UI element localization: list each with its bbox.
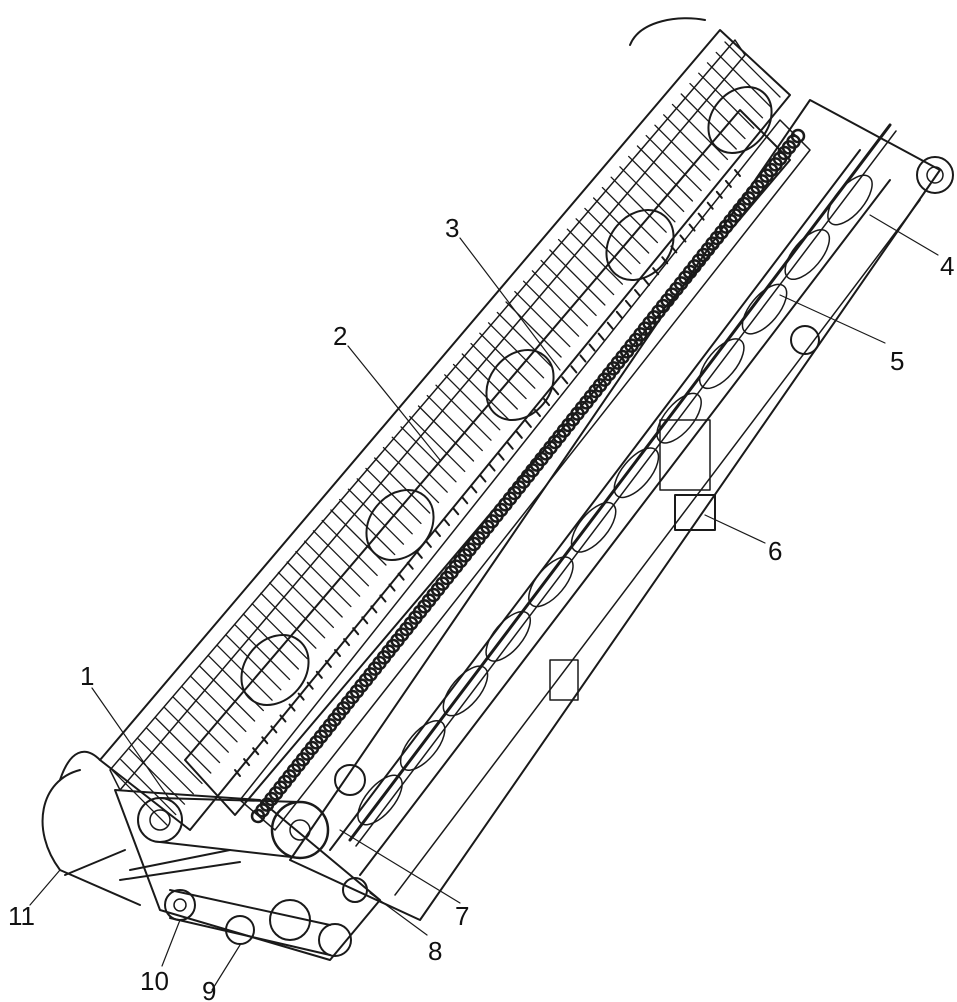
callout-2: 2 (333, 321, 347, 351)
callout-6: 6 (768, 536, 782, 566)
callout-8: 8 (428, 936, 442, 966)
callout-10: 10 (140, 966, 169, 996)
callout-1: 1 (80, 661, 94, 691)
callout-4: 4 (940, 251, 954, 281)
reel-teeth-row (234, 169, 741, 777)
callout-7: 7 (455, 901, 469, 931)
callout-5: 5 (890, 346, 904, 376)
leader-lines (29, 214, 939, 991)
cutter-bar-auger (239, 119, 811, 831)
callout-3: 3 (445, 213, 459, 243)
callout-9: 9 (202, 976, 216, 1002)
reel-tines (111, 41, 781, 826)
reel-assembly (59, 17, 791, 831)
header-frame (289, 99, 954, 921)
callout-labels: 1 2 3 4 5 6 7 8 9 10 11 (8, 213, 954, 1002)
callout-11: 11 (8, 901, 35, 931)
drive-end-assembly (41, 764, 381, 961)
